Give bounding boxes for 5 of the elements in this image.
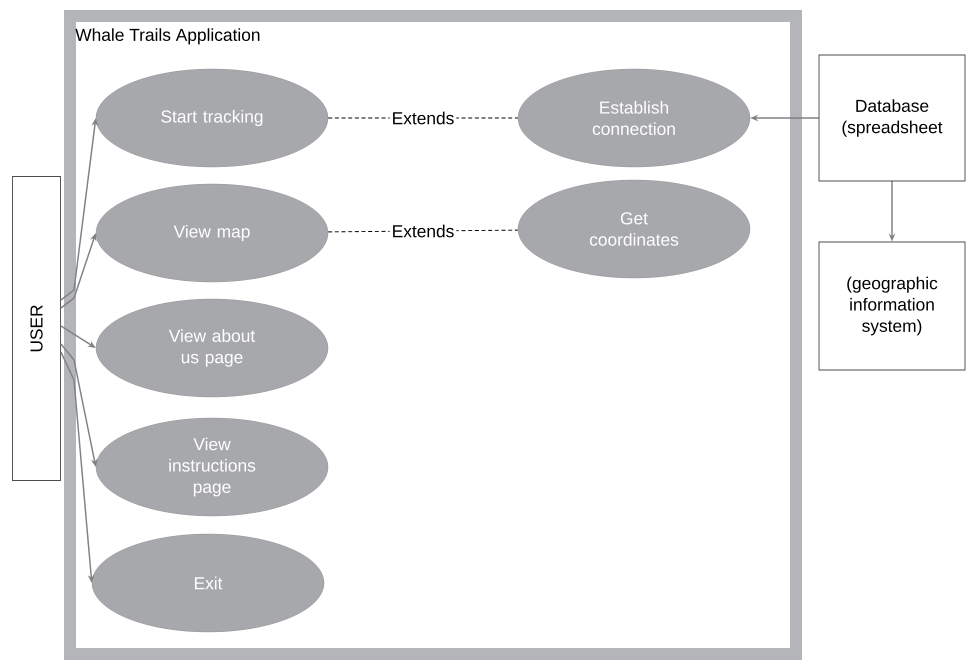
system-box: (geographic information system) xyxy=(818,242,966,370)
system-box: Database (spreadsheet xyxy=(818,54,966,182)
edge-label: Extends xyxy=(390,110,456,126)
actor-box: USER xyxy=(12,176,61,481)
edge-label: Extends xyxy=(390,222,456,240)
